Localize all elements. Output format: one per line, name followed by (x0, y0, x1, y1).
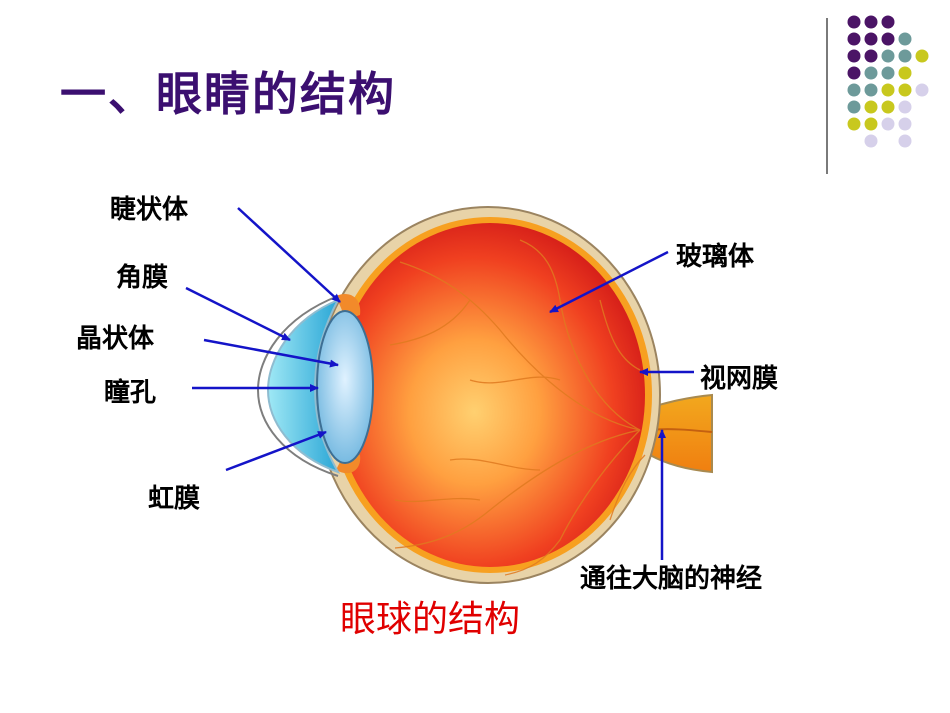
iris-arrow (225, 430, 327, 472)
cornea-arrow (185, 286, 291, 342)
iris-label: 虹膜 (148, 484, 201, 514)
cornea-label: 角膜 (116, 263, 169, 293)
cornea-shape (266, 297, 341, 474)
retina-label: 视网膜 (700, 364, 779, 394)
lens-label: 晶状体 (76, 324, 155, 354)
vitreous-body-label: 玻璃体 (676, 242, 755, 272)
vitreous-body-shape (335, 223, 645, 567)
vitreous-body-arrow (549, 250, 669, 314)
ciliary-body-label: 睫状体 (110, 195, 189, 225)
title-divider (826, 18, 828, 174)
pupil-label: 瞳孔 (104, 378, 157, 408)
lens-arrow (203, 338, 339, 368)
diagram-caption: 眼球的结构 (340, 599, 521, 640)
ciliary-body-arrow (237, 207, 341, 303)
optic-nerve-label: 通往大脑的神经 (580, 564, 763, 594)
lens-shape (316, 310, 374, 464)
page-title: 一、眼睛的结构 (60, 67, 396, 121)
